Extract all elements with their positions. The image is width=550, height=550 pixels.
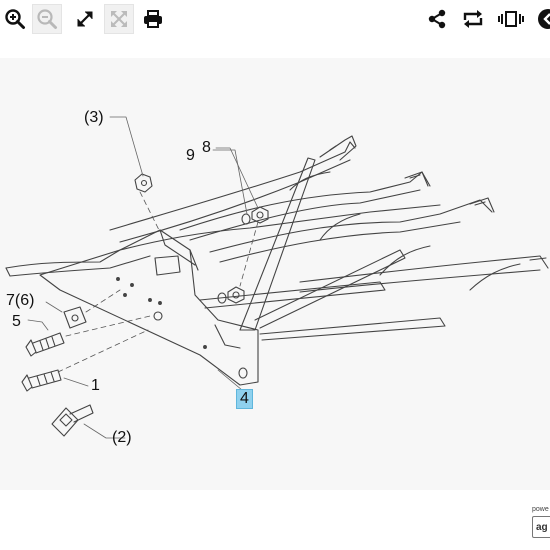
parts-diagram [5, 116, 549, 439]
rotate-icon [463, 10, 483, 28]
fullscreen-button[interactable] [70, 4, 100, 34]
diagram-viewer[interactable]: (3) 8 9 7(6) 5 1 4 (2) [0, 58, 550, 490]
callout-7-6[interactable]: 7(6) [6, 292, 35, 309]
fit-icon [111, 11, 127, 27]
fullscreen-icon [77, 11, 93, 27]
callout-1[interactable]: 1 [91, 377, 100, 394]
callout-5[interactable]: 5 [12, 313, 21, 330]
callout-3[interactable]: (3) [84, 109, 104, 126]
previous-icon [538, 9, 550, 29]
previous-button[interactable] [532, 4, 550, 34]
view-toggle-icon [498, 11, 524, 27]
callout-4[interactable]: 4 [236, 389, 253, 409]
brand-logo: ag [532, 516, 550, 538]
fit-to-screen-button[interactable] [104, 4, 134, 34]
share-button[interactable] [422, 4, 452, 34]
print-icon [144, 10, 162, 28]
powered-by-text: powe [532, 506, 549, 513]
powered-by-badge[interactable]: powe ag [526, 506, 550, 550]
callout-2[interactable]: (2) [112, 429, 132, 446]
callout-9[interactable]: 9 [186, 147, 195, 164]
share-icon [428, 9, 446, 29]
view-toggle-button[interactable] [496, 4, 526, 34]
zoom-in-icon [5, 9, 25, 29]
callout-8[interactable]: 8 [202, 139, 211, 156]
zoom-out-icon [37, 9, 57, 29]
rotate-button[interactable] [458, 4, 488, 34]
toolbar [0, 0, 550, 40]
print-button[interactable] [138, 4, 168, 34]
zoom-in-button[interactable] [0, 4, 30, 34]
zoom-out-button[interactable] [32, 4, 62, 34]
